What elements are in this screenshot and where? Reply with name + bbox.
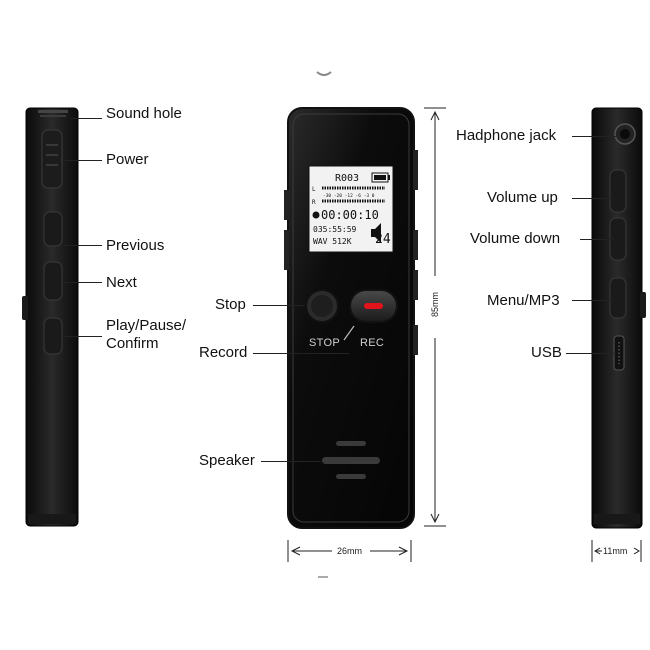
usb-leader [566,353,616,354]
depth-dimension [591,540,642,562]
svg-text:R: R [312,199,316,206]
power-leader [64,160,102,161]
next-label: Next [106,274,137,291]
height-dimension [424,107,446,527]
screen-scale: -30 -20 -12 -6 -3 0 [323,193,375,199]
record-label: Record [199,344,248,361]
height-dimension-label: 85mm [430,291,440,317]
usb-label: USB [531,344,562,361]
sound-hole-slots [38,110,68,117]
screen-format: WAV 512K [313,237,352,246]
screen-timer: 00:00:10 [321,208,379,222]
width-dimension-label: 26mm [337,546,363,556]
menu-mp3-leader [572,300,614,301]
play-pause-label-line1: Play/Pause/ [106,317,187,334]
screen-remaining: 035:55:59 [313,225,357,234]
record-leader [253,353,349,354]
rec-button-label: REC [360,337,385,349]
play-pause-leader [64,336,102,337]
volume-up-leader [572,198,614,199]
previous-side-button [43,211,63,247]
screen-track: R003 [335,173,359,184]
speaker-grille [322,441,380,479]
volume-down-label: Volume down [470,230,561,247]
stop-label: Stop [215,296,246,313]
speaker-label: Speaker [199,452,255,469]
next-leader [64,282,102,283]
depth-dimension-label: 11mm [603,546,628,556]
power-label: Power [106,151,149,168]
width-dimension [287,540,412,562]
stop-leader [253,305,305,306]
menu-side-button [609,277,627,319]
volume-up-label: Volume up [487,189,558,206]
play-pause-label-line2: Confirm [106,335,159,352]
volume-down-leader [580,239,614,240]
stop-button-label: STOP [309,337,340,349]
volume-up-button [609,169,627,213]
previous-label: Previous [106,237,165,254]
menu-mp3-label: Menu/MP3 [487,292,560,309]
sound-hole-leader [70,118,102,119]
headphone-jack-leader [572,136,616,137]
next-side-button [43,261,63,301]
headphone-jack-label: Hadphone jack [456,127,557,144]
svg-text:L: L [312,186,316,193]
screen-volume: 24 [375,232,391,247]
play-side-button [43,317,63,355]
previous-leader [64,245,102,246]
sound-hole-label: Sound hole [106,105,182,122]
play-pause-label: Play/Pause/ Confirm [106,317,186,353]
speaker-leader [261,461,321,462]
